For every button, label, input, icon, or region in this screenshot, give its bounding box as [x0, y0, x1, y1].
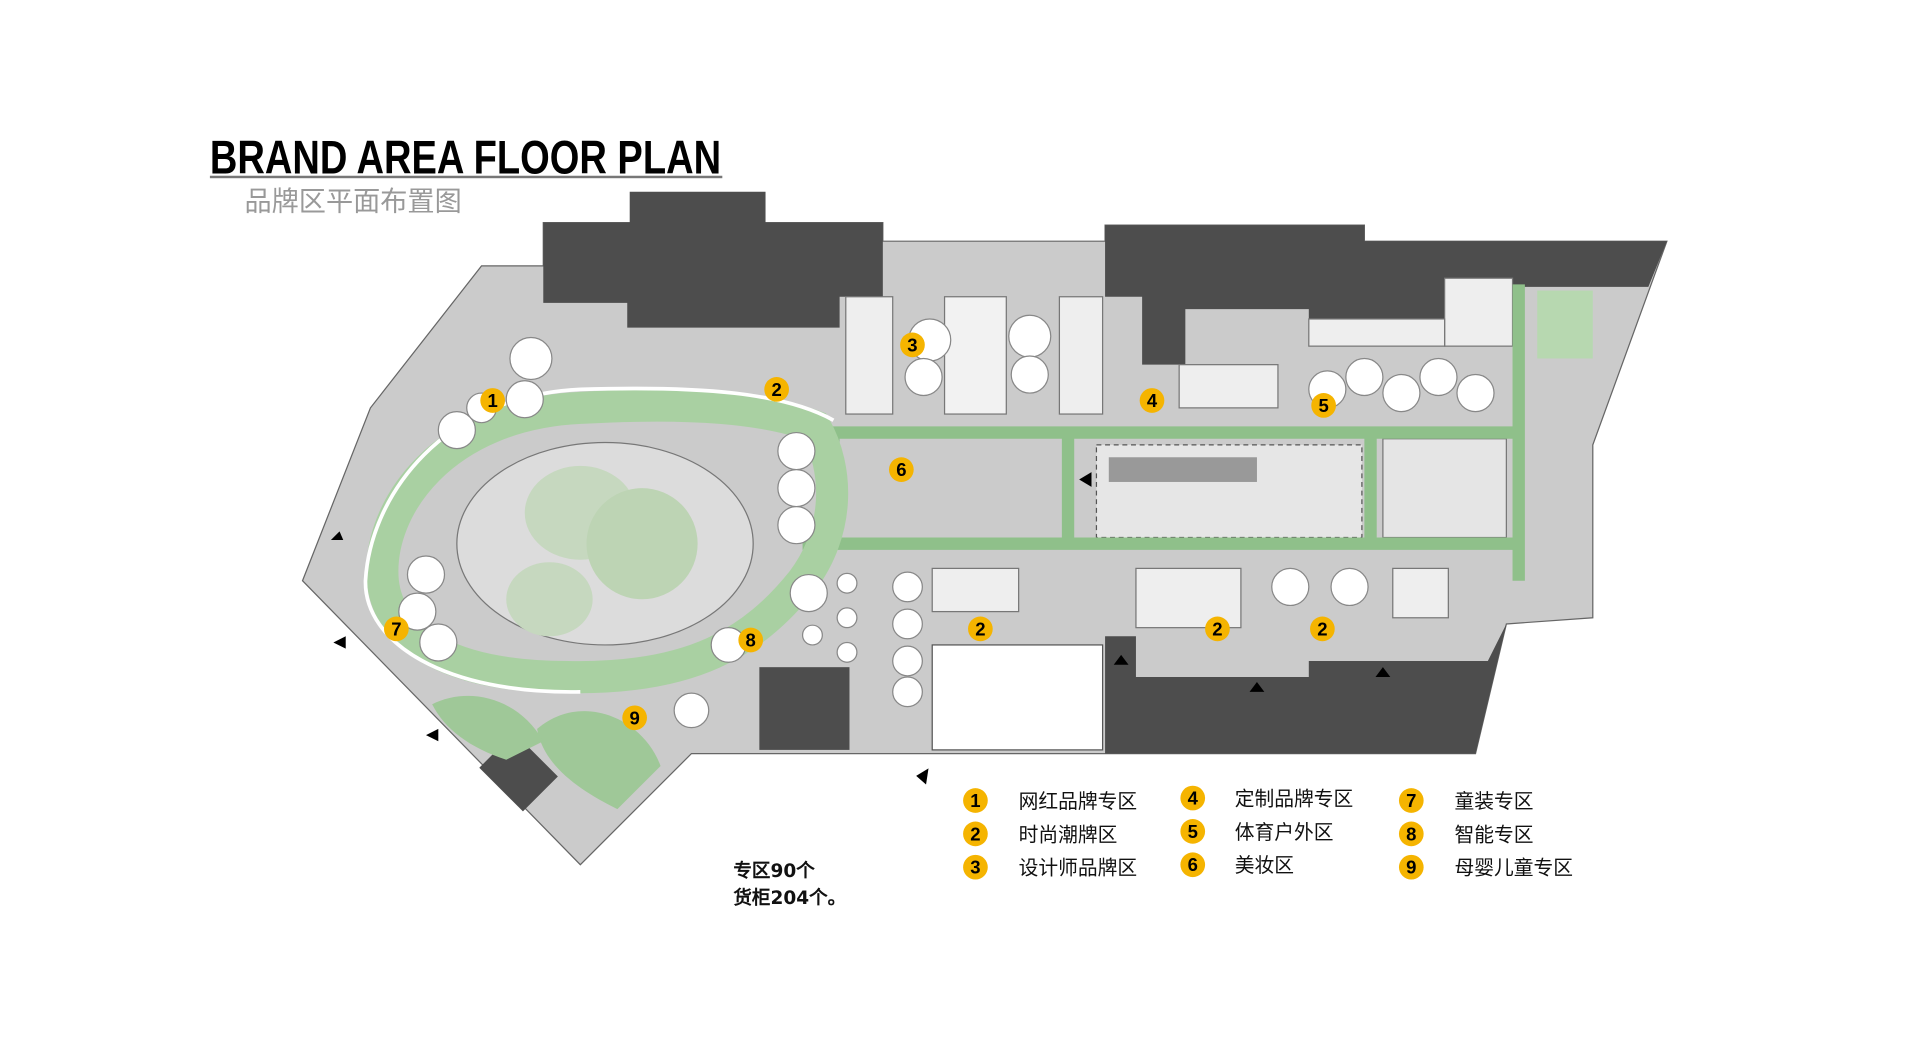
green-strip	[1537, 290, 1593, 359]
service-block	[1105, 225, 1667, 365]
store-block	[1178, 364, 1279, 409]
marker-number: 7	[391, 618, 401, 639]
escalator	[1108, 457, 1257, 482]
legend-label: 网红品牌专区	[1019, 790, 1138, 813]
arrow-icon	[1113, 654, 1129, 665]
marker-number: 8	[746, 630, 756, 651]
planting	[586, 488, 698, 600]
legend-label: 定制品牌专区	[1235, 787, 1354, 810]
legend-item: 1 网红品牌专区	[963, 788, 1137, 813]
store-block	[931, 644, 1104, 751]
arrow-icon	[425, 728, 439, 742]
entrance-arrows	[330, 472, 1391, 785]
arrow-icon	[333, 636, 346, 649]
legend-number: 7	[1406, 790, 1416, 811]
legend-item: 6 美妆区	[1180, 852, 1294, 877]
legend-label: 时尚潮牌区	[1019, 823, 1118, 846]
legend-number: 1	[970, 790, 980, 811]
store-block	[931, 567, 1020, 613]
zone-marker-6[interactable]: 6	[889, 457, 914, 482]
arrow-icon	[1249, 681, 1265, 692]
floor-plan	[301, 191, 1668, 866]
legend-item: 7 童装专区	[1398, 788, 1534, 813]
marker-number: 4	[1147, 390, 1158, 411]
legend-label: 童装专区	[1455, 790, 1534, 813]
service-block	[543, 191, 883, 328]
cabinet-count-note: 货柜204个。	[733, 887, 846, 909]
legend-item: 4 定制品牌专区	[1180, 785, 1354, 810]
legend-number: 9	[1406, 857, 1416, 878]
marker-number: 3	[907, 334, 917, 355]
marker-number: 2	[1212, 618, 1222, 639]
marker-number: 1	[487, 390, 497, 411]
zone-marker-2[interactable]: 2	[764, 377, 789, 402]
title-underline	[209, 175, 723, 179]
zone-marker-7[interactable]: 7	[384, 616, 409, 642]
green-ring	[366, 389, 849, 694]
legend-number: 8	[1406, 823, 1416, 844]
zone-marker-3[interactable]: 3	[900, 332, 925, 358]
store-block	[1308, 318, 1446, 347]
legend-label: 体育户外区	[1235, 821, 1334, 844]
escalator	[943, 296, 1007, 415]
legend-item: 9 母婴儿童专区	[1398, 854, 1574, 880]
marker-number: 2	[1317, 618, 1327, 639]
store-block	[1382, 438, 1507, 539]
zone-marker-8[interactable]: 8	[738, 627, 764, 653]
legend-label: 美妆区	[1235, 854, 1294, 877]
legend-item: 3 设计师品牌区	[963, 854, 1138, 880]
marker-number: 6	[896, 459, 906, 480]
legend-number: 4	[1188, 788, 1199, 809]
zone-marker-4[interactable]: 4	[1139, 388, 1165, 413]
planting	[506, 562, 593, 637]
marker-number: 9	[629, 707, 639, 728]
legend-number: 3	[970, 857, 980, 878]
legend-number: 2	[970, 823, 980, 844]
legend-item: 2 时尚潮牌区	[963, 821, 1118, 846]
zone-marker-2[interactable]: 2	[1205, 616, 1230, 642]
green-garden	[537, 711, 661, 810]
legend-number: 6	[1188, 854, 1198, 875]
store-block	[1135, 567, 1242, 629]
zone-marker-2[interactable]: 2	[1310, 616, 1335, 642]
store-block	[1058, 296, 1104, 415]
marker-number: 2	[771, 379, 781, 400]
zone-marker-5[interactable]: 5	[1311, 393, 1336, 418]
zone-marker-9[interactable]: 9	[622, 705, 647, 731]
arrow-icon	[916, 768, 929, 785]
store-block	[1392, 567, 1449, 619]
zone-marker-1[interactable]: 1	[480, 388, 506, 413]
service-block	[1105, 623, 1507, 754]
arrow-icon	[1079, 472, 1092, 487]
page-subtitle: 品牌区平面布置图	[244, 186, 461, 217]
arrow-icon	[330, 531, 344, 540]
legend-label: 智能专区	[1455, 823, 1534, 846]
store-block	[1444, 277, 1514, 347]
display-tables	[398, 314, 1495, 729]
service-block	[759, 667, 850, 750]
legend-label: 设计师品牌区	[1019, 857, 1138, 880]
marker-number: 5	[1318, 395, 1328, 416]
arrow-icon	[1375, 667, 1391, 678]
legend-number: 5	[1188, 821, 1198, 842]
zone-marker-2[interactable]: 2	[968, 616, 993, 642]
legend-item: 5 体育户外区	[1180, 819, 1333, 844]
page-title: BRAND AREA FLOOR PLAN	[210, 131, 721, 183]
zone-markers: 1 2 3 4 5 6 7 8 9 2 2 2	[384, 332, 1336, 731]
store-block	[845, 296, 894, 415]
legend-label: 母婴儿童专区	[1455, 857, 1574, 880]
zone-count-note: 专区90个	[733, 860, 815, 882]
green-garden	[432, 695, 544, 760]
legend: 1 网红品牌专区 2 时尚潮牌区 3 设计师品牌区 4 定制品牌专区 5 体育户外区 6 美…	[963, 785, 1574, 880]
marker-number: 2	[975, 618, 985, 639]
legend-item: 8 智能专区	[1398, 821, 1534, 846]
